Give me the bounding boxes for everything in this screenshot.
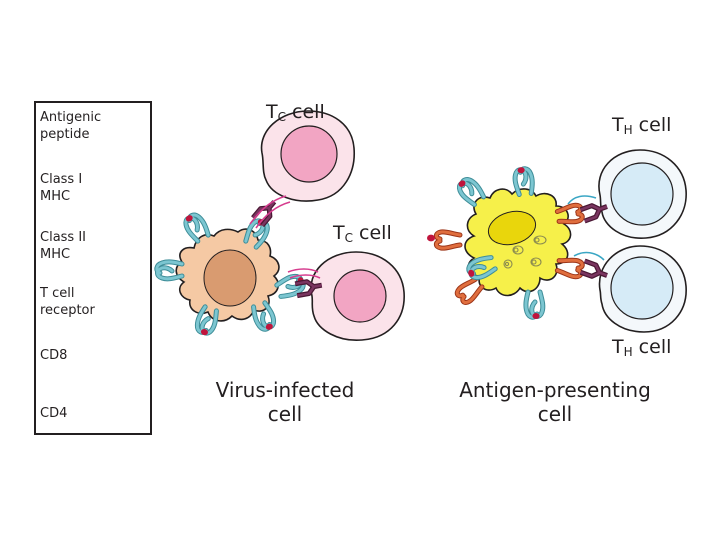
legend-class2-line2: MHC	[40, 247, 71, 262]
tc-top-subscript: C	[277, 110, 286, 124]
th-bottom-letter: T	[612, 336, 624, 358]
antigen-presenting-caption-line1: Antigen-presenting	[459, 378, 651, 402]
legend-tcr-line1: T cell	[40, 286, 75, 301]
legend-peptide-line2: peptide	[40, 127, 90, 142]
legend-class1-line2: MHC	[40, 189, 71, 204]
tcr-cd4-right	[567, 195, 609, 281]
tcr-cd8-left	[249, 195, 323, 296]
antigen-presenting-caption-line2: cell	[537, 402, 573, 426]
tc-cell-top	[260, 110, 355, 202]
legend-class1-label: Class I MHC	[40, 171, 82, 205]
legend-peptide-label: Antigenic peptide	[40, 109, 101, 143]
virus-infected-caption: Virus-infected cell	[200, 378, 370, 426]
legend-tcr-label: T cell receptor	[40, 285, 95, 319]
th-top-letter: T	[612, 114, 624, 136]
th-top-rest: cell	[632, 114, 672, 136]
legend-cd8-label: CD8	[40, 348, 68, 363]
virus-infected-cell	[175, 228, 280, 322]
tc-mid-rest: cell	[353, 222, 392, 244]
virus-infected-caption-line2: cell	[267, 402, 303, 426]
antigen-presenting-caption: Antigen-presenting cell	[450, 378, 660, 426]
tc-mid-subscript: C	[344, 231, 353, 245]
th-cell-top-label: TH cell	[612, 114, 671, 141]
legend-cd4-label: CD4	[40, 406, 68, 421]
legend-tcr-line2: receptor	[40, 303, 95, 318]
virus-infected-caption-line1: Virus-infected	[215, 378, 355, 402]
th-cell-bottom	[598, 245, 687, 333]
legend-peptide-line1: Antigenic	[40, 110, 102, 125]
tc-top-rest: cell	[286, 101, 325, 123]
tc-mid-letter: T	[333, 222, 345, 244]
th-bottom-subscript: H	[623, 345, 633, 359]
tc-top-letter: T	[266, 101, 278, 123]
tc-cell-middle	[310, 251, 405, 341]
th-cell-top	[598, 149, 687, 239]
tc-cell-middle-label: TC cell	[333, 222, 392, 249]
tc-cell-top-label: TC cell	[266, 101, 325, 128]
th-bottom-rest: cell	[632, 336, 672, 358]
th-top-subscript: H	[623, 123, 633, 137]
free-peptide	[427, 234, 435, 242]
legend-class2-line1: Class II	[40, 230, 87, 245]
legend-class2-label: Class II MHC	[40, 229, 86, 263]
legend-class1-line1: Class I	[40, 172, 83, 187]
th-cell-bottom-label: TH cell	[612, 336, 671, 363]
legend	[34, 101, 152, 435]
